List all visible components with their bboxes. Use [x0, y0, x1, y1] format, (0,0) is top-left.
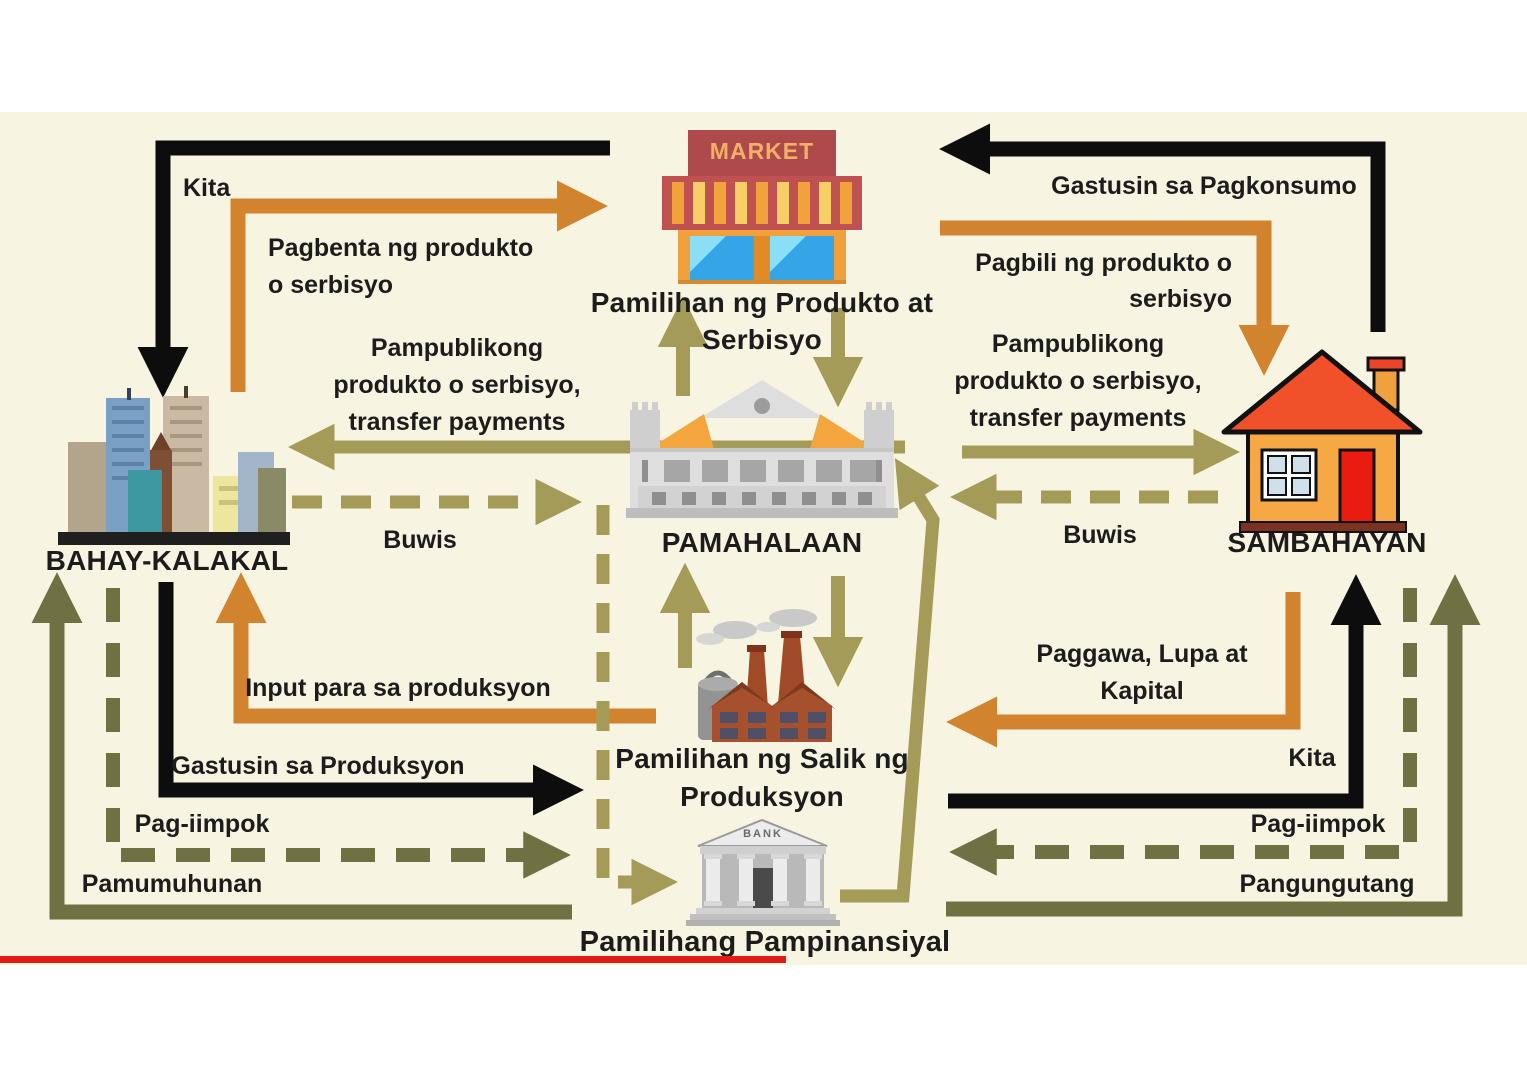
arrow-gastusin-produksyon: [158, 582, 584, 816]
arrow-pag-iimpok-right: [949, 588, 1417, 876]
node-label-product-market: Pamilihan ng Produkto at Serbisyo: [590, 287, 934, 355]
arrow-pagbenta: [230, 180, 608, 392]
arrow-kita-right: [948, 574, 1382, 809]
factory-icon: [696, 609, 836, 742]
flow-label-pag-iimpok-left: Pag-iimpok: [134, 810, 270, 838]
government-building-icon: [626, 380, 898, 518]
flow-label-buwis-left: Buwis: [383, 526, 457, 554]
flow-label-transfer-right: Pampublikong produkto o serbisyo, transf…: [954, 330, 1202, 432]
bank-icon: [686, 818, 840, 926]
flow-label-transfer-left: Pampublikong produkto o serbisyo, transf…: [333, 334, 581, 436]
flow-label-input-produksyon: Input para sa produksyon: [245, 674, 551, 702]
arrow-paggawa: [946, 592, 1301, 748]
flow-label-kita-left: Kita: [183, 174, 231, 202]
node-label-financial-market: Pamilihang Pampinansiyal: [579, 926, 951, 958]
node-label-factor-market: Pamilihan ng Salik ng Produksyon: [615, 743, 909, 812]
arrow-pagbili: [940, 220, 1290, 376]
flow-label-pamumuhunan: Pamumuhunan: [81, 870, 263, 898]
market-icon: [662, 130, 862, 284]
bank-sign-text: BANK: [743, 828, 783, 840]
flow-label-buwis-right: Buwis: [1063, 521, 1137, 549]
flow-label-gastusin-produksyon: Gastusin sa Produksyon: [171, 752, 465, 780]
flow-label-kita-right: Kita: [1288, 744, 1336, 772]
flow-label-paggawa: Paggawa, Lupa at Kapital: [1036, 640, 1248, 705]
flow-label-pagbenta: Pagbenta ng produkto o serbisyo: [268, 234, 534, 299]
business-city-icon: [58, 386, 290, 545]
node-label-business: BAHAY-KALAKAL: [45, 545, 289, 576]
arrow-pangungutang: [946, 574, 1481, 917]
arrow-kita-left: [137, 140, 610, 398]
flow-label-pangungutang: Pangungutang: [1239, 870, 1415, 898]
node-label-household: SAMBAHAYAN: [1227, 527, 1427, 558]
arrow-pag-iimpok-left: [106, 588, 571, 879]
node-label-government: PAMAHALAAN: [661, 527, 863, 558]
flow-label-pagbili: Pagbili ng produkto o serbisyo: [975, 249, 1232, 313]
video-progress-bar[interactable]: [0, 956, 786, 963]
arrow-input-produksyon: [215, 572, 656, 724]
arrow-gov-savings: [596, 505, 679, 906]
arrow-gastusin-pagkonsumo: [939, 123, 1386, 332]
market-sign-text: MARKET: [709, 138, 815, 164]
flow-label-gastusin-pagkonsumo: Gastusin sa Pagkonsumo: [1051, 172, 1357, 200]
flow-label-pag-iimpok-right: Pag-iimpok: [1250, 810, 1386, 838]
household-house-icon: [1221, 349, 1423, 533]
arrow-pamumuhunan: [31, 572, 572, 920]
arrow-bank-to-gov: [840, 458, 940, 903]
